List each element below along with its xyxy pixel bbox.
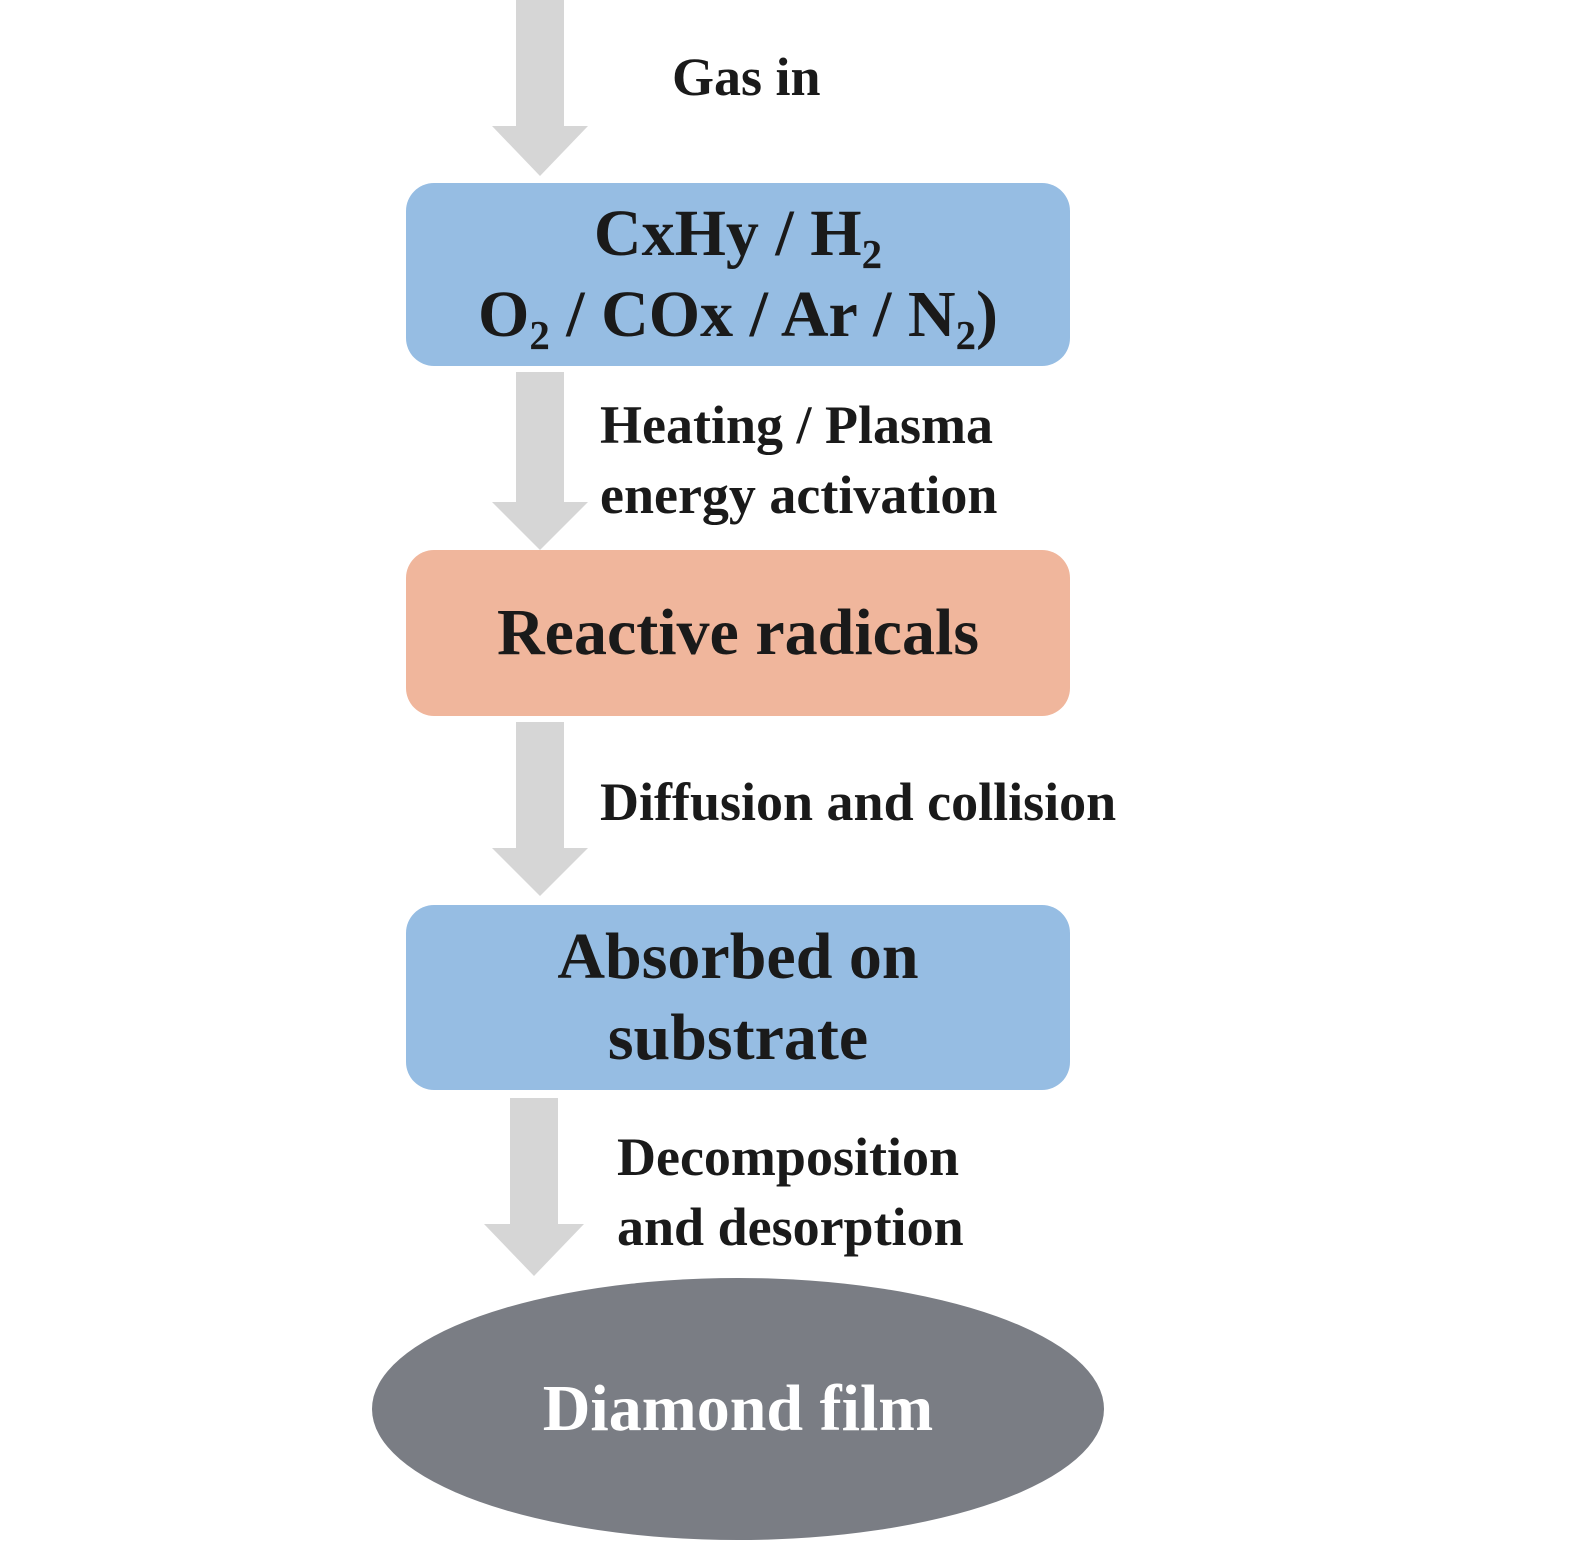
activation-label-line-2: energy activation xyxy=(600,465,998,526)
activation-label-line-1: Heating / Plasma xyxy=(600,395,993,455)
diamond-film-ellipse: Diamond film xyxy=(372,1278,1104,1540)
reactive-radicals-text: Reactive radicals xyxy=(496,595,979,669)
reactive-radicals-box: Reactive radicals xyxy=(406,550,1070,716)
diffusion-label: Diffusion and collision xyxy=(600,772,1117,832)
flow-arrow-gas-in xyxy=(490,0,590,178)
absorbed-line-2: substrate xyxy=(607,1000,869,1074)
activation-label: Heating / Plasma energy activation xyxy=(600,390,997,530)
flow-arrow-activation xyxy=(490,372,590,550)
absorbed-box: Absorbed on substrate xyxy=(406,905,1070,1090)
gas-in-label: Gas in xyxy=(672,47,821,107)
decomposition-label-line-2: and desorption xyxy=(617,1197,964,1258)
absorbed-line-1: Absorbed on xyxy=(557,919,919,993)
decomposition-label: Decomposition and desorption xyxy=(617,1122,964,1262)
diamond-film-text: Diamond film xyxy=(542,1372,934,1445)
decomposition-label-line-1: Decomposition xyxy=(617,1127,959,1187)
gas-mixture-box: CxHy / H2 O2 / COx / Ar / N2) xyxy=(406,183,1070,366)
flow-arrow-decomposition xyxy=(482,1098,586,1278)
flow-arrow-diffusion xyxy=(490,722,590,898)
gas-mixture-line-1: CxHy / H2 xyxy=(593,196,883,278)
gas-mixture-line-2: O2 / COx / Ar / N2) xyxy=(477,277,999,358)
